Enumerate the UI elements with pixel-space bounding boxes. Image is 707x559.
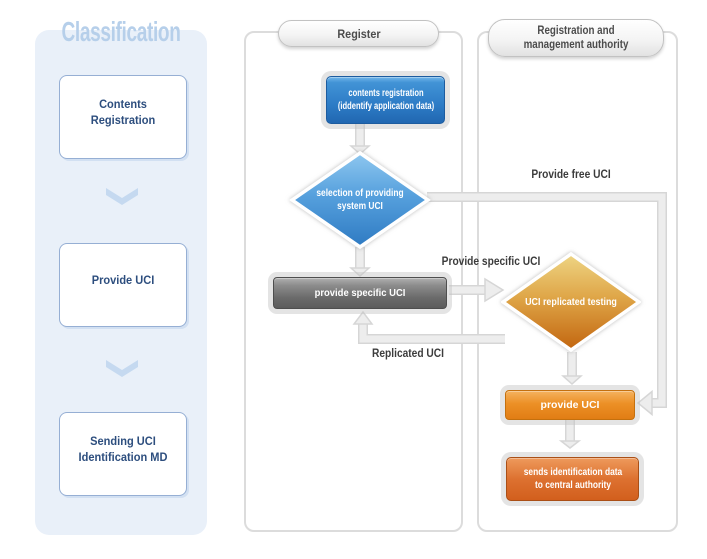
- step-provide-uci: Provide UCI: [59, 243, 187, 327]
- lane-header-registration-authority: Registration and management authority: [488, 19, 664, 57]
- node-label: contents registration (iddentify applica…: [324, 87, 446, 113]
- node-line: (iddentify application data): [337, 100, 434, 112]
- node-provide-uci: provide UCI: [505, 390, 635, 420]
- step-label: Contents Registration: [54, 96, 192, 138]
- chevron-down-icon: [106, 360, 138, 377]
- node-label: provide specific UCI: [284, 287, 437, 300]
- decision-label: selection of providing system UCI: [296, 187, 424, 213]
- lane-header-line: Registration and: [537, 25, 615, 37]
- node-line: to central authority: [534, 479, 611, 491]
- lane-header-label: Register: [269, 27, 449, 41]
- node-label: sends identification data to central aut…: [505, 466, 641, 492]
- step-sending-uci-identification-md: Sending UCI Identification MD: [59, 412, 187, 496]
- node-provide-specific-uci: provide specific UCI: [273, 277, 447, 309]
- step-contents-registration: Contents Registration: [59, 75, 187, 159]
- node-line: provide specific UCI: [314, 286, 406, 299]
- node-line: system UCI: [337, 200, 383, 212]
- step-line: Provide UCI: [91, 273, 155, 287]
- panel-title: Classification: [61, 16, 181, 47]
- lane-header-label: Registration and management authority: [491, 24, 661, 52]
- node-line: contents registration: [347, 87, 424, 99]
- node-sends-identification-data: sends identification data to central aut…: [506, 457, 639, 501]
- step-line: Contents: [99, 97, 147, 111]
- lane-header-line: Register: [336, 26, 381, 41]
- decision-label: UCI replicated testing: [503, 296, 639, 309]
- lane-header-register: Register: [278, 20, 439, 47]
- node-line: UCI replicated testing: [525, 296, 617, 308]
- step-label: Sending UCI Identification MD: [54, 433, 192, 475]
- step-line: Sending UCI: [90, 434, 156, 448]
- node-line: selection of providing: [316, 187, 404, 199]
- node-line: provide UCI: [540, 398, 600, 411]
- step-line: Registration: [90, 113, 156, 127]
- chevron-down-icon: [106, 188, 138, 205]
- lane-header-line: management authority: [523, 39, 629, 51]
- node-line: sends identification data: [523, 466, 622, 478]
- label-provide-free-uci: Provide free UCI: [531, 167, 611, 181]
- step-line: Identification MD: [78, 450, 168, 464]
- step-label: Provide UCI: [54, 272, 192, 298]
- node-contents-registration: contents registration (iddentify applica…: [326, 76, 445, 124]
- node-label: provide UCI: [490, 399, 650, 412]
- label-replicated-uci: Replicated UCI: [372, 346, 444, 360]
